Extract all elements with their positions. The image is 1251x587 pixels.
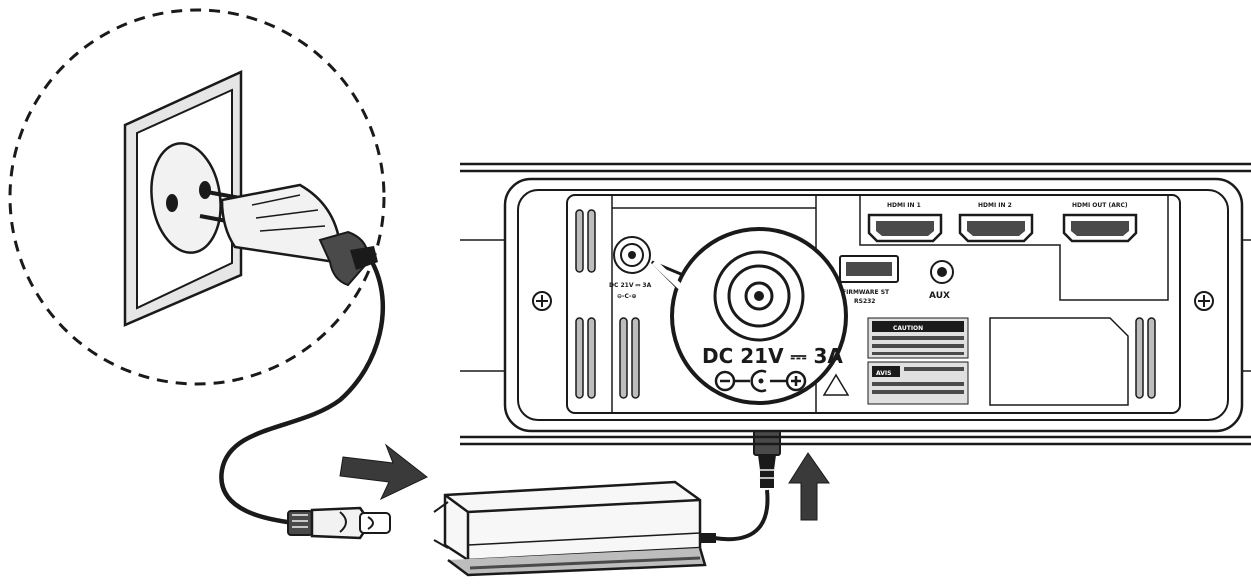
insert-arrow-right-icon <box>339 443 428 501</box>
polarity-symbol <box>714 369 807 393</box>
dc-rating-label: DC 21V ⎓ 3A <box>702 344 843 368</box>
hdmi-section-outline <box>859 195 1169 301</box>
euro-plug-icon <box>199 183 378 287</box>
screw-icon <box>532 291 552 311</box>
hdmi-port-icon: HDMI OUT (ARC) <box>1062 202 1138 243</box>
hdmi-in-2-label: HDMI IN 2 <box>978 202 1012 209</box>
dashed-zoom-circle <box>8 8 386 386</box>
avis-label: AVIS <box>876 370 891 377</box>
soundbar-rear-panel: DC 21V ⎓ 3A ⊖-C-⊕ HDMI IN 1 HDMI IN 2 HD… <box>460 162 1251 446</box>
screw-icon <box>1194 291 1214 311</box>
caution-sticker: CAUTION <box>802 317 969 359</box>
usb-label-2: RS232 <box>854 298 875 305</box>
usb-port-icon: FIRMWARE ST RS232 <box>839 255 899 305</box>
ac-power-cable <box>219 260 386 526</box>
c7-connector-icon <box>287 506 391 540</box>
dc-jack-icon <box>713 250 805 342</box>
caution-label: CAUTION <box>893 325 923 332</box>
dc-small-polarity: ⊖-C-⊕ <box>617 293 637 300</box>
dc-output-cable <box>713 489 770 542</box>
dc-jack-zoom-callout: DC 21V ⎓ 3A <box>650 227 848 405</box>
hdmi-out-label: HDMI OUT (ARC) <box>1072 202 1128 209</box>
wall-socket-icon <box>123 70 243 327</box>
label-area-outline <box>989 317 1129 406</box>
aux-label: AUX <box>929 291 950 301</box>
socket-zoom-callout <box>8 8 386 386</box>
usb-label-1: FIRMWARE ST <box>842 289 890 296</box>
hdmi-port-icon: HDMI IN 2 <box>958 202 1034 243</box>
dc-small-label: DC 21V ⎓ 3A <box>609 282 652 289</box>
dc-jack-small: DC 21V ⎓ 3A ⊖-C-⊕ <box>609 236 652 300</box>
vent-slots <box>575 209 1156 399</box>
hdmi-port-icon: HDMI IN 1 <box>867 202 943 243</box>
avis-sticker: AVIS <box>822 361 969 405</box>
power-adapter-brick-icon <box>433 480 716 577</box>
aux-jack-icon: AUX <box>929 260 954 301</box>
hdmi-in-1-label: HDMI IN 1 <box>887 202 921 209</box>
insert-arrow-up-icon <box>788 452 830 521</box>
